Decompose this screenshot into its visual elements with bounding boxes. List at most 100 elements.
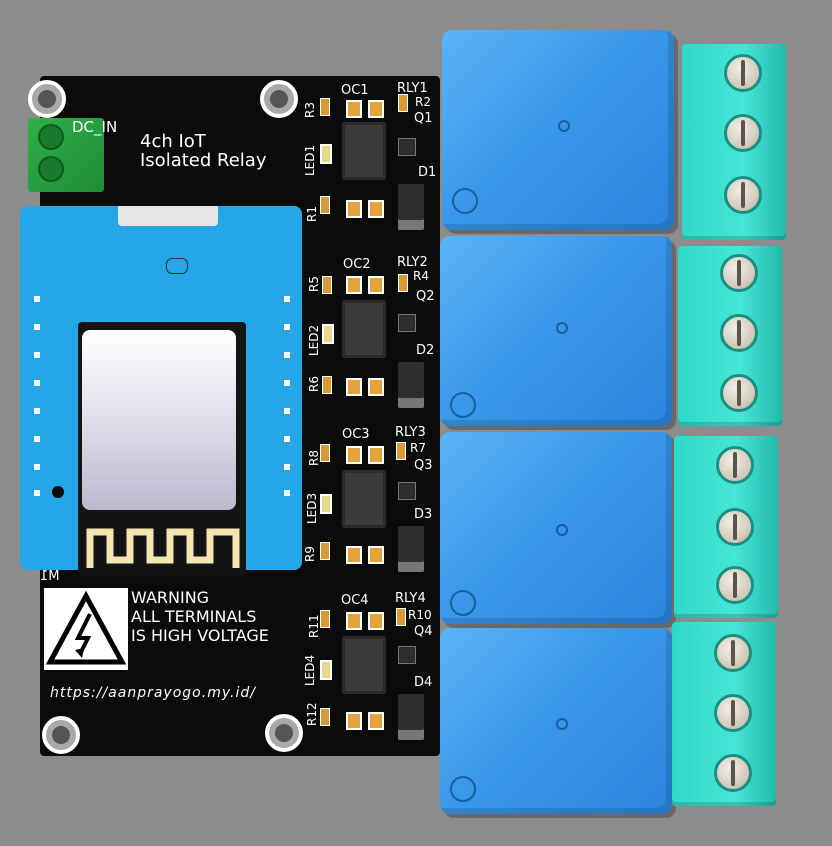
board-title-line1: 4ch IoT [140, 131, 206, 152]
screw-icon [720, 374, 758, 412]
screw-icon [720, 314, 758, 352]
led-label: LED1 [303, 144, 317, 176]
diode-label: D1 [418, 165, 437, 180]
mounting-hole-top-left [28, 80, 66, 118]
dc-input-terminal [28, 118, 104, 192]
website-url: https://aanprayogo.my.id/ [50, 685, 256, 701]
screw-icon [720, 254, 758, 292]
relay-label: RLY4 [395, 591, 426, 606]
resistor-component [320, 610, 330, 628]
mounting-hole-bottom-left [42, 716, 80, 754]
smd-pad [346, 712, 362, 730]
transistor-component [398, 646, 416, 664]
smd-pad [368, 378, 384, 396]
optocoupler-chip [342, 470, 386, 528]
wifi-module-can [82, 330, 236, 510]
resistor-label: R5 [307, 276, 321, 292]
screw-terminal-3 [674, 436, 778, 618]
relay-4 [440, 628, 672, 814]
led-label: LED4 [303, 654, 317, 686]
smd-pad [346, 612, 362, 630]
optocoupler-label: OC3 [342, 427, 370, 442]
relay-marker-icon [556, 524, 568, 536]
esp-pin [34, 464, 40, 470]
resistor-component [322, 276, 332, 294]
diode-component [398, 694, 424, 740]
transistor-label: Q1 [414, 111, 433, 126]
relay-label: RLY2 [397, 255, 428, 270]
resistor-label: R8 [307, 450, 321, 466]
screw-icon [714, 754, 752, 792]
optocoupler-label: OC4 [341, 593, 369, 608]
optocoupler-chip [342, 122, 386, 180]
transistor-component [398, 314, 416, 332]
esp-pin [34, 436, 40, 442]
esp-pin [284, 296, 290, 302]
led-component [320, 660, 332, 680]
led-component [322, 324, 334, 344]
resistor-component [398, 274, 408, 292]
smd-pad [368, 446, 384, 464]
relay-pin-icon [450, 776, 476, 802]
resistor-label: R10 [408, 608, 432, 622]
transistor-component [398, 482, 416, 500]
module-designator: M1 [40, 569, 60, 584]
resistor-component [320, 708, 330, 726]
relay-marker-icon [558, 120, 570, 132]
mounting-hole-top-right [260, 80, 298, 118]
transistor-component [398, 138, 416, 156]
esp-pin [34, 324, 40, 330]
smd-pad [368, 712, 384, 730]
resistor-label: R4 [413, 269, 429, 283]
resistor-component [396, 442, 406, 460]
smd-pad [368, 100, 384, 118]
relay-pin-icon [452, 188, 478, 214]
esp-pin [284, 352, 290, 358]
screw-icon [714, 694, 752, 732]
esp-pin [34, 380, 40, 386]
relay-marker-icon [556, 322, 568, 334]
esp-pin [34, 296, 40, 302]
warning-symbol-box [44, 588, 128, 670]
led-label: LED3 [305, 492, 319, 524]
screw-icon [724, 54, 762, 92]
relay-pin-icon [450, 392, 476, 418]
diode-component [398, 184, 424, 230]
warning-line-3: IS HIGH VOLTAGE [131, 626, 269, 645]
diode-component [398, 526, 424, 572]
optocoupler-label: OC1 [341, 83, 369, 98]
relay-label: RLY3 [395, 425, 426, 440]
resistor-label: R12 [305, 702, 319, 726]
smd-pad [346, 546, 362, 564]
high-voltage-icon [45, 590, 127, 665]
board-title-line2: Isolated Relay [140, 150, 267, 171]
optocoupler-chip [342, 636, 386, 694]
resistor-component [396, 608, 406, 626]
screw-icon [716, 566, 754, 604]
optocoupler-chip [342, 300, 386, 358]
resistor-component [320, 542, 330, 560]
resistor-label: R11 [307, 614, 321, 638]
resistor-label: R6 [307, 376, 321, 392]
diode-label: D4 [414, 675, 433, 690]
mounting-hole-bottom-right [265, 714, 303, 752]
smd-pad [368, 276, 384, 294]
transistor-label: Q4 [414, 624, 433, 639]
led-component [320, 494, 332, 514]
dc-input-label: DC_IN [72, 118, 118, 136]
resistor-component [320, 98, 330, 116]
optocoupler-label: OC2 [343, 257, 371, 272]
smd-pad [368, 546, 384, 564]
relay-pin-icon [450, 590, 476, 616]
relay-3 [440, 432, 672, 624]
screw-icon [714, 634, 752, 672]
screw-icon [38, 124, 64, 150]
smd-pad [346, 378, 362, 396]
esp-pin [34, 490, 40, 496]
cloud-logo-icon [166, 258, 188, 274]
warning-line-2: ALL TERMINALS [131, 607, 257, 626]
resistor-label: R2 [415, 95, 431, 109]
led-label: LED2 [307, 324, 321, 356]
resistor-component [398, 94, 408, 112]
pin1-marker [52, 486, 64, 498]
